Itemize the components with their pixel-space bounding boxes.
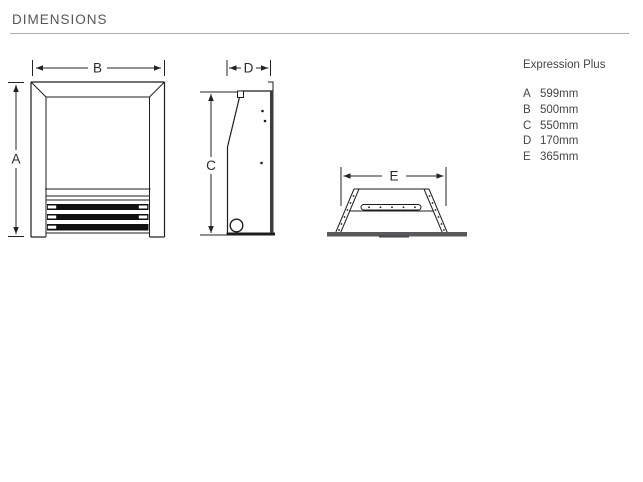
- top-plan-body: [327, 188, 467, 238]
- side-fixing-hole: [261, 109, 264, 113]
- front-height-dimension: A: [8, 82, 24, 237]
- legend-value: 365mm: [540, 151, 579, 164]
- side-depth-dimension: D: [226, 60, 271, 76]
- legend-value: 170mm: [540, 135, 579, 148]
- side-gas-inlet-hole: [229, 218, 244, 233]
- legend-key: C: [523, 119, 532, 132]
- top-width-dimension: E: [340, 167, 447, 206]
- title-divider: [10, 33, 629, 34]
- side-depth-label: D: [244, 61, 254, 76]
- dimension-legend: Expression Plus A 599mm B 500mm C 550mm …: [523, 59, 638, 166]
- legend-key: B: [523, 103, 531, 116]
- front-view-drawing: B A: [8, 60, 166, 238]
- top-front-fascia-shadow: [379, 235, 409, 238]
- side-back-panel: [270, 91, 274, 233]
- side-profile-body: [226, 81, 275, 236]
- top-burner-slot: [360, 204, 422, 211]
- front-fascia-frame: [30, 81, 166, 238]
- front-width-dimension: B: [32, 60, 165, 76]
- legend-value: 599mm: [540, 88, 579, 100]
- legend-value: 550mm: [540, 119, 579, 132]
- front-height-label: A: [11, 152, 20, 167]
- side-fixing-hole: [263, 119, 267, 123]
- side-height-label: C: [206, 158, 216, 173]
- front-louver-grille: [45, 188, 151, 234]
- side-height-dimension: C: [200, 91, 241, 236]
- top-front-fascia-bar: [327, 232, 467, 237]
- legend-row-d: D 170mm: [523, 134, 638, 150]
- legend-value: 500mm: [540, 103, 579, 116]
- side-top-bracket: [237, 90, 244, 98]
- front-width-label: B: [93, 61, 102, 76]
- page-title: DIMENSIONS: [12, 12, 108, 27]
- side-fixing-hole: [260, 161, 263, 165]
- side-view-drawing: D C: [200, 60, 275, 236]
- legend-row-a: A 599mm: [523, 87, 638, 103]
- top-width-label: E: [389, 169, 398, 184]
- legend-key: A: [523, 88, 531, 100]
- legend-row-e: E 365mm: [523, 150, 638, 166]
- legend-row-b: B 500mm: [523, 103, 638, 119]
- top-view-drawing: E: [327, 167, 467, 238]
- product-name: Expression Plus: [523, 59, 606, 71]
- legend-key: E: [523, 151, 531, 164]
- legend-row-c: C 550mm: [523, 119, 638, 135]
- legend-key: D: [523, 135, 532, 148]
